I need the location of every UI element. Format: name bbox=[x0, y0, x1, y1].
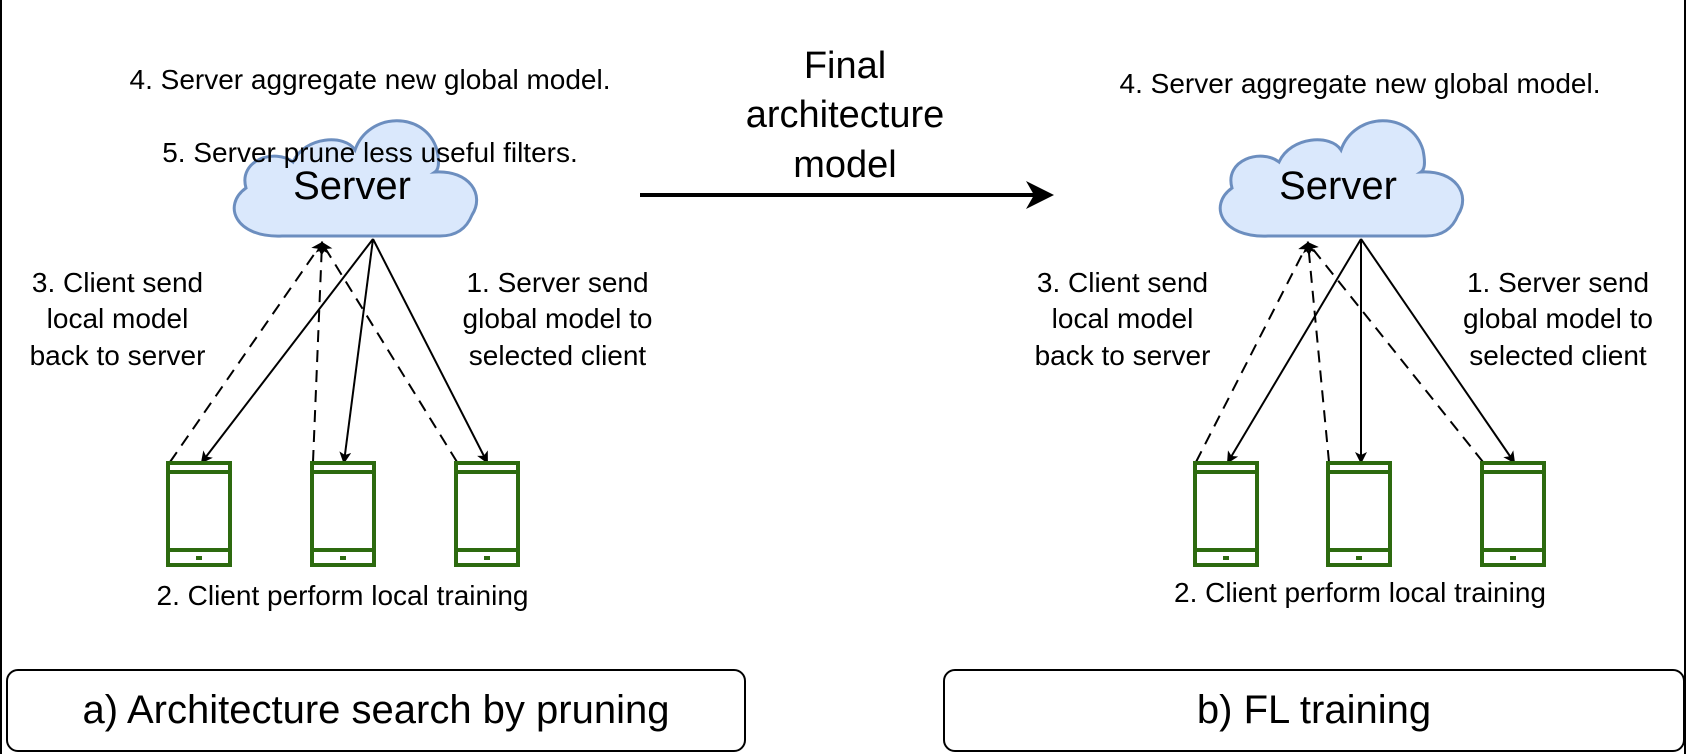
right-client-3-phone-icon bbox=[1480, 461, 1546, 567]
left-server-cloud-icon bbox=[232, 119, 479, 238]
right-server-cloud-icon bbox=[1218, 119, 1465, 238]
right-client3-download-arrow bbox=[1360, 238, 1516, 464]
right-caption-label: b) FL training bbox=[1196, 688, 1432, 732]
left-step-5-label: 5. Server prune less useful filters. bbox=[162, 137, 578, 169]
left-client3-upload-arrow bbox=[320, 241, 458, 463]
left-step-1-label: 1. Server send global model to selected … bbox=[462, 267, 653, 371]
right-client-1-phone-icon bbox=[1193, 461, 1259, 567]
left-client-3-phone-icon bbox=[454, 461, 520, 567]
left-client2-download-arrow bbox=[339, 238, 374, 464]
right-step-4-label: 4. Server aggregate new global model. bbox=[1119, 68, 1601, 99]
left-top-steps: 4. Server aggregate new global model. 5.… bbox=[60, 26, 680, 208]
left-step-4-label: 4. Server aggregate new global model. bbox=[129, 64, 611, 96]
left-client3-download-arrow bbox=[372, 238, 488, 464]
right-client2-upload-arrow bbox=[1302, 241, 1330, 463]
right-step-2-label: 2. Client perform local training bbox=[1174, 577, 1546, 608]
left-client1-download-arrow bbox=[200, 238, 374, 464]
right-client1-download-arrow bbox=[1226, 238, 1362, 464]
left-step-3-label: 3. Client send local model back to serve… bbox=[29, 267, 206, 371]
left-server-label: Server bbox=[293, 164, 411, 208]
right-server-label: Server bbox=[1279, 164, 1397, 208]
right-step-1-label: 1. Server send global model to selected … bbox=[1463, 267, 1653, 371]
final-architecture-label: Final architecture model bbox=[745, 45, 945, 186]
right-caption-box: b) FL training bbox=[943, 669, 1685, 752]
left-caption-label: a) Architecture search by pruning bbox=[82, 688, 670, 732]
left-client-2-phone-icon bbox=[310, 461, 376, 567]
left-caption-box: a) Architecture search by pruning bbox=[6, 669, 746, 752]
right-client3-upload-arrow bbox=[1306, 241, 1484, 463]
left-client2-upload-arrow bbox=[312, 241, 328, 463]
left-step-2-label: 2. Client perform local training bbox=[156, 580, 529, 611]
left-client1-upload-arrow bbox=[169, 241, 324, 463]
left-client-1-phone-icon bbox=[166, 461, 232, 567]
right-client-2-phone-icon bbox=[1326, 461, 1392, 567]
right-client1-upload-arrow bbox=[1195, 241, 1309, 463]
right-step-3-label: 3. Client send local model back to serve… bbox=[1034, 267, 1211, 371]
